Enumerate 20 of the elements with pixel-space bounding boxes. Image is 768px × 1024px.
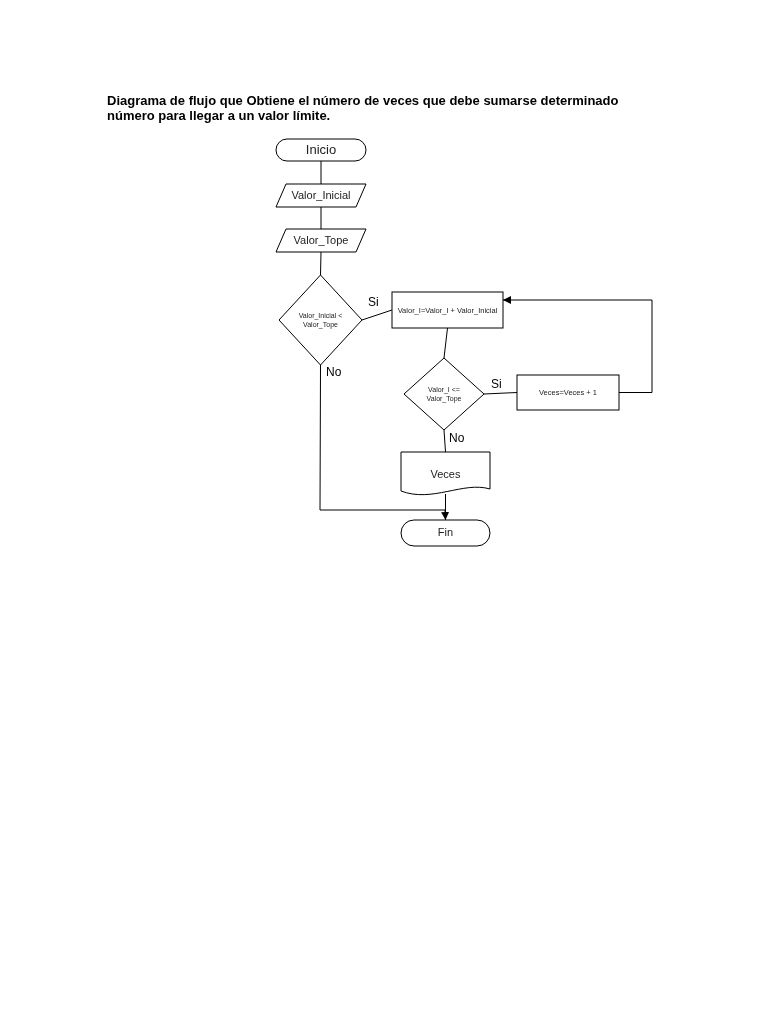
- edge-label: No: [448, 432, 466, 445]
- connector-line: [443, 327, 448, 359]
- diagram-title: Diagrama de flujo que Obtiene el número de veces que debe sumarse determinado número para llegar a un valor límite.: [107, 93, 620, 123]
- connector-line: [320, 251, 322, 276]
- node-text: Inicio: [305, 142, 337, 158]
- connector-line: [320, 206, 322, 230]
- edge-label: No: [325, 366, 343, 379]
- connector-line: [443, 429, 446, 453]
- node-text: Valor_Tope: [293, 233, 349, 248]
- connector-line: [502, 296, 653, 393]
- edge-label: Si: [367, 296, 380, 309]
- connector-line: [445, 493, 446, 521]
- node-text: Veces: [430, 467, 461, 482]
- node-text: Valor_Inicial: [291, 188, 351, 203]
- connector-line: [361, 309, 393, 321]
- connector-line: [319, 364, 450, 521]
- node-text: Fin: [437, 526, 454, 540]
- connector-line: [483, 392, 518, 395]
- edge-label: Si: [490, 378, 503, 391]
- connector-line: [320, 160, 322, 185]
